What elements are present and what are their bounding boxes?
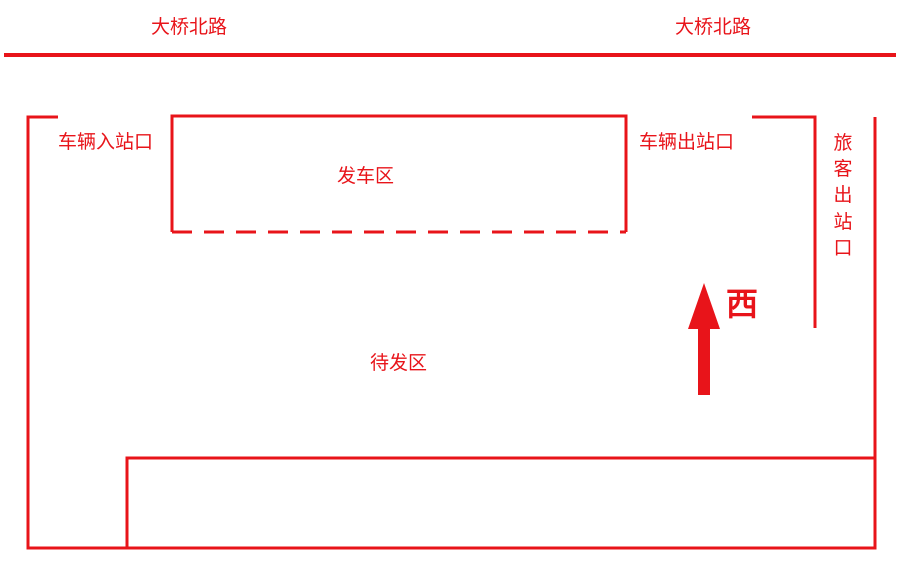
passenger-exit-label: 旅客出站口 [833,132,853,259]
vehicle-entrance-label: 车辆入站口 [58,131,154,153]
road-label-left: 大桥北路 [151,16,228,38]
direction-arrow [688,283,720,395]
exit-wall [752,115,817,328]
departure-area-label: 发车区 [337,165,395,187]
lower-building-outline [125,456,875,548]
road-label-right: 大桥北路 [675,16,752,38]
vehicle-exit-label: 车辆出站口 [639,131,735,153]
outer-wall-left [26,115,877,550]
waiting-area-label: 待发区 [370,352,428,374]
departure-area-outline [170,114,628,232]
direction-label: 西 [726,285,759,323]
